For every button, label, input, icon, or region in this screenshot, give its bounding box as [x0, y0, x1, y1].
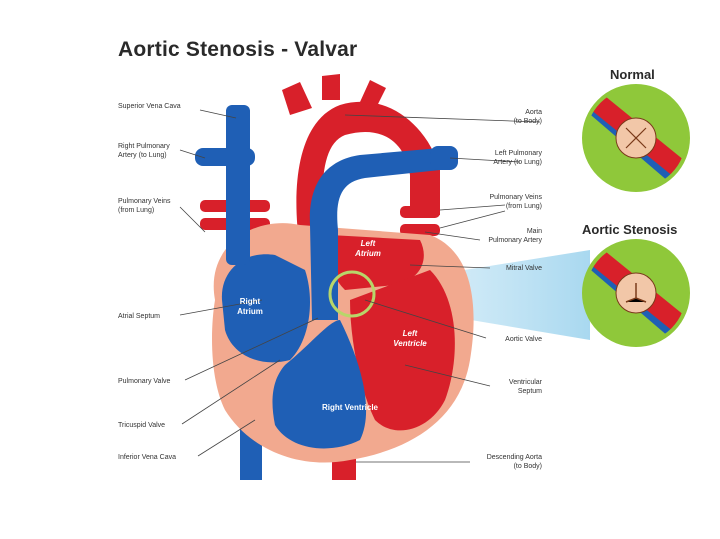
label-pulmonary-veins-left-2: (from Lung): [118, 207, 154, 214]
label-right-pulmonary-2: Artery (to Lung): [118, 152, 167, 159]
label-aorta-2: (to Body): [514, 118, 542, 125]
label-main-pulmonary-2: Pulmonary Artery: [488, 237, 542, 244]
label-ventricular-septum-2: Septum: [518, 388, 542, 395]
normal-valve-inset: [580, 80, 695, 200]
label-left-ventricle-2: Ventricle: [393, 339, 427, 348]
label-pulmonary-valve: Pulmonary Valve: [118, 378, 171, 385]
label-atrial-septum: Atrial Septum: [118, 313, 160, 320]
label-mitral-valve: Mitral Valve: [506, 265, 542, 272]
stenosis-valve-inset: [580, 235, 695, 355]
pulmonary-vein-right-upper: [400, 206, 440, 218]
label-ventricular-septum-1: Ventricular: [509, 379, 543, 386]
label-descending-aorta-1: Descending Aorta: [487, 454, 542, 461]
label-left-ventricle-1: Left: [403, 329, 418, 338]
label-left-pulmonary-2: Artery (to Lung): [493, 159, 542, 166]
label-main-pulmonary-1: Main: [527, 228, 542, 235]
label-pulmonary-veins-right-2: (from Lung): [506, 203, 542, 210]
label-left-atrium-2: Atrium: [354, 249, 381, 258]
brachiocephalic-artery: [282, 82, 312, 115]
label-right-pulmonary-1: Right Pulmonary: [118, 143, 170, 150]
right-atrium: [222, 254, 310, 362]
label-pulmonary-veins-right-1: Pulmonary Veins: [489, 194, 542, 201]
label-right-atrium-2: Atrium: [237, 307, 263, 316]
label-inferior-vena-cava: Inferior Vena Cava: [118, 454, 176, 461]
right-pulmonary-artery: [195, 148, 255, 166]
label-aorta-1: Aorta: [525, 109, 542, 116]
superior-vena-cava: [226, 105, 250, 265]
label-right-atrium-1: Right: [240, 297, 261, 306]
left-carotid-artery: [322, 74, 340, 100]
label-superior-vena-cava: Superior Vena Cava: [118, 103, 181, 110]
label-aortic-valve: Aortic Valve: [505, 336, 542, 343]
label-pulmonary-veins-left-1: Pulmonary Veins: [118, 198, 171, 205]
label-left-atrium-1: Left: [361, 239, 376, 248]
label-descending-aorta-2: (to Body): [514, 463, 542, 470]
label-left-pulmonary-1: Left Pulmonary: [495, 150, 543, 157]
label-tricuspid-valve: Tricuspid Valve: [118, 422, 165, 429]
label-right-ventricle: Right Ventricle: [322, 403, 379, 412]
